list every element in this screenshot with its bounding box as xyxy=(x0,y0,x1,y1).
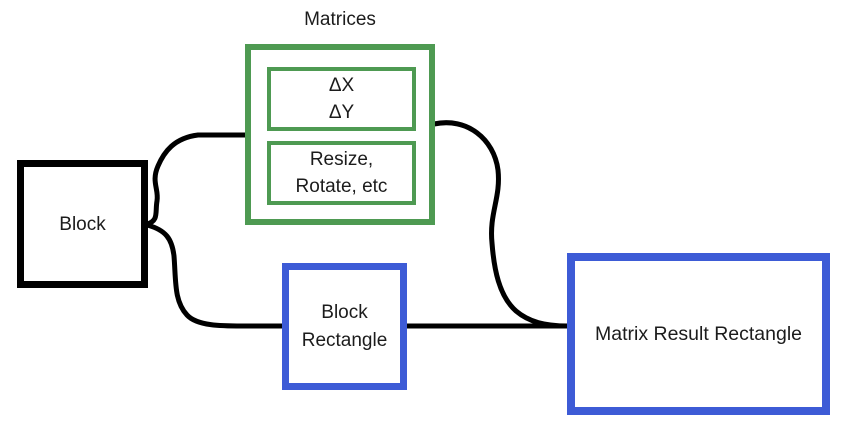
edge-matrices-to-result xyxy=(431,120,571,329)
block-rectangle-label-line1: Block xyxy=(321,301,368,323)
edge-block-to-block-rectangle xyxy=(144,222,287,329)
transform-matrix-box: Resize, Rotate, etc xyxy=(267,141,416,205)
block-node-label: Block xyxy=(59,213,106,235)
transform-label-line2: Rotate, etc xyxy=(295,176,388,197)
matrix-result-rectangle-node: Matrix Result Rectangle xyxy=(567,253,830,415)
matrices-group-title: Matrices xyxy=(304,9,376,30)
block-rectangle-node: Block Rectangle xyxy=(282,263,407,390)
block-node: Block xyxy=(17,160,148,288)
matrix-result-label: Matrix Result Rectangle xyxy=(595,322,802,345)
delta-x-label: ΔX xyxy=(328,75,355,96)
delta-y-label: ΔY xyxy=(328,102,355,123)
matrices-group-box: ΔX ΔY Resize, Rotate, etc xyxy=(245,44,435,225)
edge-block-to-matrices xyxy=(144,132,250,227)
block-rectangle-label-line2: Rectangle xyxy=(301,329,388,351)
delta-matrix-box: ΔX ΔY xyxy=(267,67,416,131)
transform-label-line1: Resize, xyxy=(309,149,374,170)
